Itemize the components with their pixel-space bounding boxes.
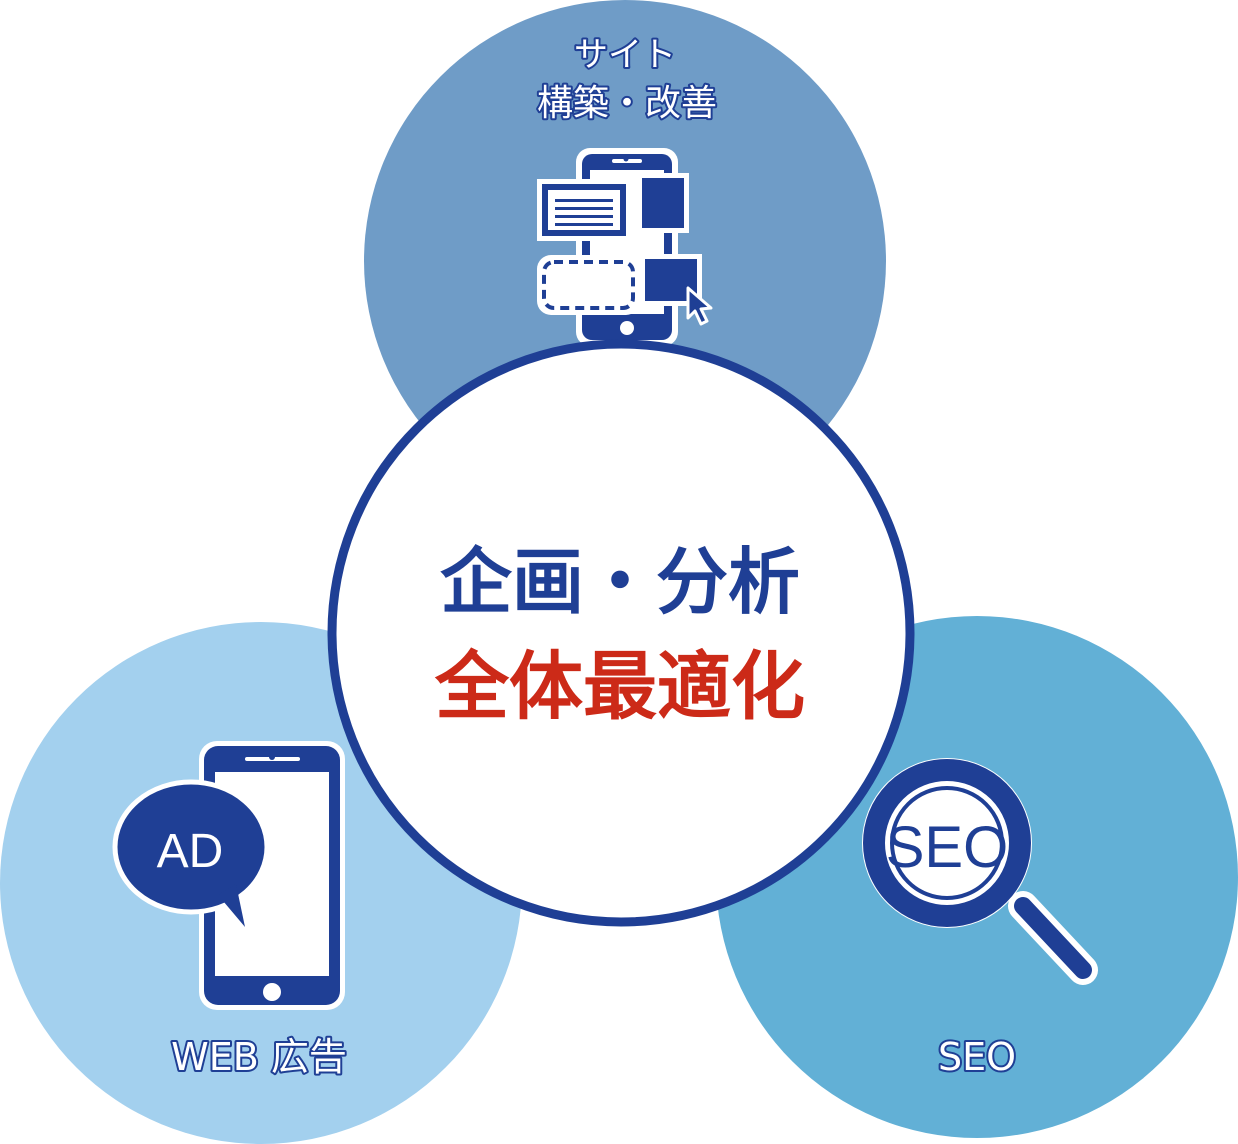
center-line2: 全体最適化: [434, 644, 805, 730]
center-circle: [327, 339, 915, 927]
magnifier-seo-icon: [862, 758, 1098, 985]
top-label-line2: 構築・改善: [537, 83, 717, 124]
top-label-line1: サイト: [574, 35, 676, 75]
speech-bubble-icon: [112, 779, 270, 927]
cursor-icon: [686, 286, 713, 326]
center-line1: 企画・分析: [440, 540, 800, 624]
left-label: WEB 広告: [171, 1035, 347, 1079]
seo-badge-text: SEO: [886, 815, 1009, 880]
right-label: SEO: [938, 1035, 1016, 1079]
ad-badge-text: AD: [157, 825, 224, 878]
